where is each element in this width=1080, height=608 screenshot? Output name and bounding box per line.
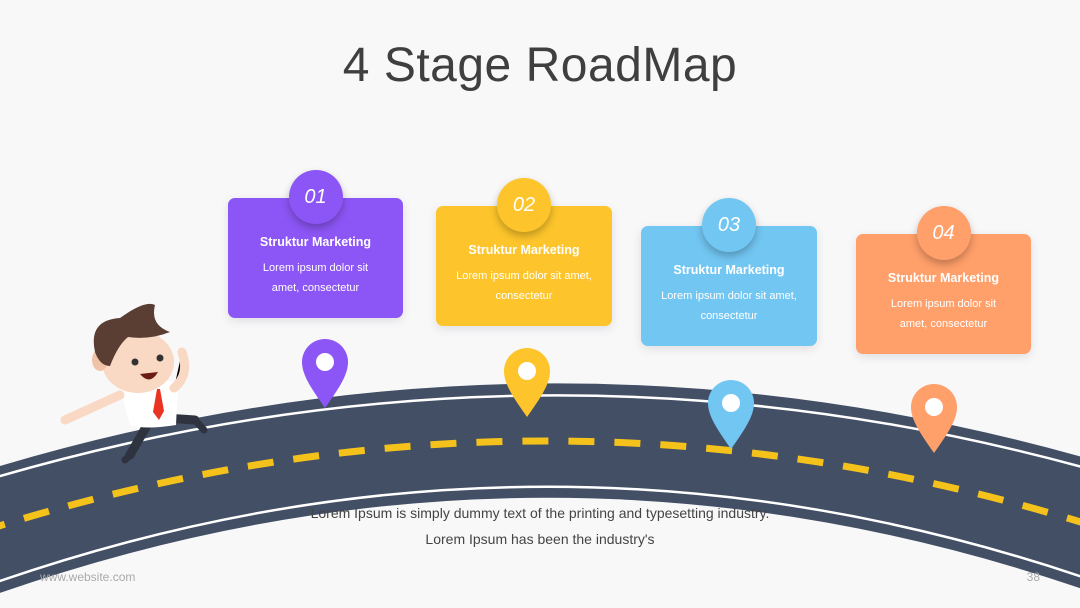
road-underside	[0, 497, 1080, 608]
stage-card-1: 01 Struktur Marketing Lorem ipsum dolor …	[228, 170, 403, 318]
stage-heading: Struktur Marketing	[887, 271, 1000, 285]
map-pin-icon	[911, 384, 957, 453]
page-number: 38	[1026, 570, 1040, 584]
stage-heading: Struktur Marketing	[673, 263, 785, 277]
stage-description: Lorem ipsum dolor sit amet, consectetur	[456, 270, 592, 302]
stage-number-badge: 01	[288, 170, 343, 224]
stage-card-4: 04 Struktur Marketing Lorem ipsum dolor …	[856, 206, 1031, 354]
map-pin-icon	[302, 339, 348, 408]
stage-card-3: 03 Struktur Marketing Lorem ipsum dolor …	[641, 198, 817, 346]
stage-heading: Struktur Marketing	[259, 235, 372, 249]
stage-description: Lorem ipsum dolor sit amet, consectetur	[262, 262, 369, 294]
caption-text: Lorem Ipsum is simply dummy text of the …	[310, 505, 770, 547]
map-pin-icon	[708, 380, 754, 449]
road-edge-bottom	[0, 485, 1080, 583]
footer-website: www.website.com	[40, 570, 136, 584]
businessman-illustration	[60, 303, 208, 464]
stage-card-2: 02 Struktur Marketing Lorem ipsum dolor …	[436, 178, 612, 326]
slide-title: 4 Stage RoadMap	[342, 39, 738, 92]
map-pin-icon	[504, 348, 550, 417]
stage-number-badge: 04	[916, 206, 971, 260]
stage-heading: Struktur Marketing	[468, 243, 580, 257]
road-center-dashes	[0, 437, 1080, 530]
stage-description: Lorem ipsum dolor sit amet, consectetur	[890, 298, 997, 330]
stage-description: Lorem ipsum dolor sit amet, consectetur	[661, 290, 797, 322]
stage-number-badge: 02	[497, 178, 551, 232]
stage-number-badge: 03	[702, 198, 756, 252]
